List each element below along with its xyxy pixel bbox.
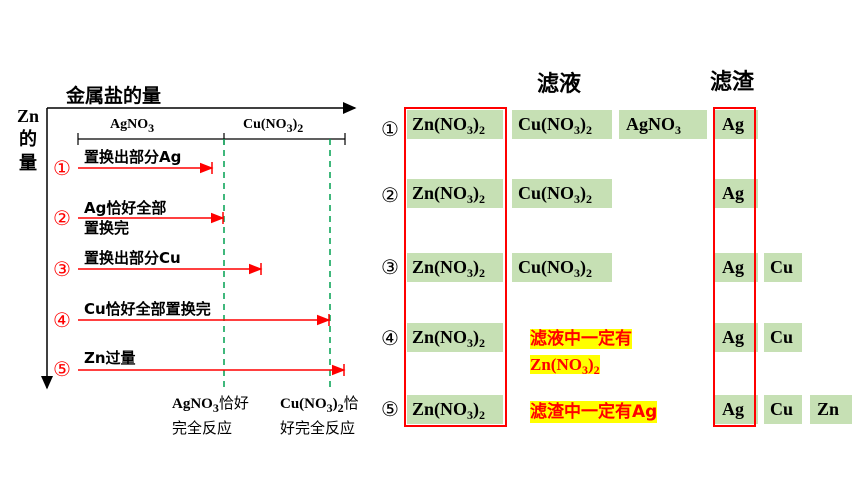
residue-cell: Ag — [722, 114, 744, 134]
segment-label-cuno3: Cu(NO3)2 — [243, 117, 304, 135]
filtrate-cell: AgNO3 — [626, 114, 681, 137]
step4-label: Cu恰好全部置换完 — [84, 300, 211, 318]
step2-label: Ag恰好全部 置换完 — [84, 199, 167, 237]
row2-number: ② — [381, 183, 399, 207]
filtrate-cell: Cu(NO3)2 — [518, 257, 593, 280]
residue-cell: Cu — [770, 327, 794, 347]
reaction-axes-diagram — [41, 102, 357, 390]
filtrate-header: 滤液 — [537, 72, 582, 97]
ag-residue-column-box — [713, 107, 756, 427]
row4-number: ④ — [381, 326, 399, 350]
residue-cell: Zn — [817, 399, 840, 419]
step4-number: ④ — [53, 308, 71, 332]
agno3-complete-label: AgNO3恰好 完全反应 — [172, 394, 249, 437]
cuno3-complete-label: Cu(NO3)2恰 好完全反应 — [280, 394, 359, 437]
residue-cell: Ag — [722, 399, 744, 419]
step2-number: ② — [53, 206, 71, 230]
residue-note: 滤渣中一定有Ag — [530, 401, 658, 423]
segment-label-agno3: AgNO3 — [110, 117, 155, 135]
residue-cell: Ag — [722, 257, 744, 277]
filtrate-cell: Zn(NO3)2 — [412, 327, 486, 350]
step3-number: ③ — [53, 257, 71, 281]
filtrate-cell: Zn(NO3)2 — [412, 257, 486, 280]
filtrate-note: 滤液中一定有 Zn(NO3)2 — [530, 329, 632, 377]
row1-number: ① — [381, 117, 399, 141]
residue-cell: Ag — [722, 183, 744, 203]
row5-number: ⑤ — [381, 397, 399, 421]
step5-number: ⑤ — [53, 357, 71, 381]
filtrate-cell: Zn(NO3)2 — [412, 114, 486, 137]
row3-number: ③ — [381, 255, 399, 279]
y-axis-label: Zn 的 量 — [16, 106, 40, 174]
residue-cell: Ag — [722, 327, 744, 347]
filtrate-cell: Zn(NO3)2 — [412, 399, 486, 422]
step1-label: 置换出部分Ag — [84, 148, 182, 166]
step1-number: ① — [53, 156, 71, 180]
residue-cell: Cu — [770, 399, 794, 419]
zn-nitrate-column-box — [404, 107, 507, 427]
x-axis-label: 金属盐的量 — [66, 85, 162, 107]
step3-label: 置换出部分Cu — [84, 249, 181, 267]
residue-header: 滤渣 — [710, 70, 755, 95]
step5-label: Zn过量 — [84, 349, 136, 367]
filtrate-cell: Zn(NO3)2 — [412, 183, 486, 206]
filtrate-cell: Cu(NO3)2 — [518, 183, 593, 206]
filtrate-cell: Cu(NO3)2 — [518, 114, 593, 137]
residue-cell: Cu — [770, 257, 794, 277]
